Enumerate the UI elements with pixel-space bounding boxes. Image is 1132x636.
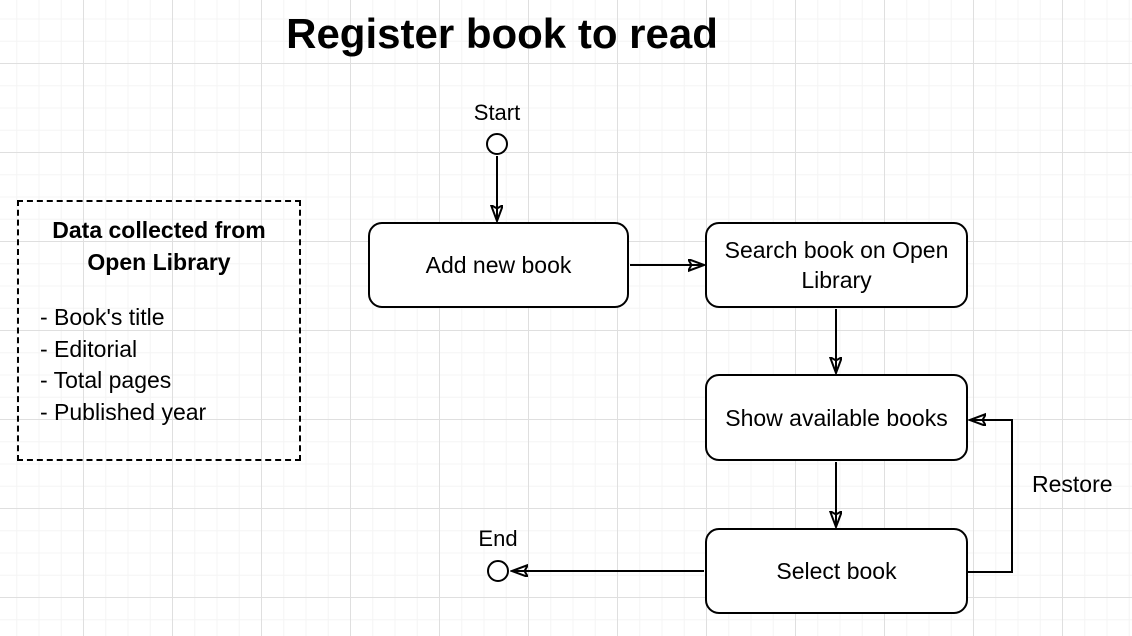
note-box[interactable]: Data collected from Open Library - Book'… [17, 200, 301, 461]
note-item: - Total pages [40, 367, 172, 393]
end-terminal-circle[interactable] [487, 560, 509, 582]
start-label: Start [473, 100, 521, 125]
note-item: - Editorial [40, 335, 138, 362]
node-select-book[interactable]: Select book [705, 528, 968, 614]
note-list: - Book's title - Editorial - Total pages… [19, 302, 299, 428]
note-item: - Book's title [40, 304, 165, 330]
node-show-books-label: Show available books [725, 404, 948, 431]
end-label: End [478, 526, 518, 551]
diagram-title[interactable]: Register book to read [286, 10, 718, 57]
node-show-available-books[interactable]: Show available books [705, 374, 968, 461]
restore-edge-label: Restore [1032, 471, 1113, 497]
node-select-book-label: Select book [776, 558, 897, 584]
node-search-book-label: Search book on Open Library [724, 237, 949, 293]
start-terminal-circle[interactable] [486, 133, 508, 155]
note-item: - Published year [40, 398, 207, 425]
node-add-new-book-label: Add new book [425, 252, 572, 278]
node-search-book-open-library[interactable]: Search book on Open Library [705, 222, 968, 308]
node-add-new-book[interactable]: Add new book [368, 222, 629, 308]
edge-restore-loop[interactable] [968, 420, 1013, 573]
note-heading: Data collected from Open Library [52, 217, 266, 275]
